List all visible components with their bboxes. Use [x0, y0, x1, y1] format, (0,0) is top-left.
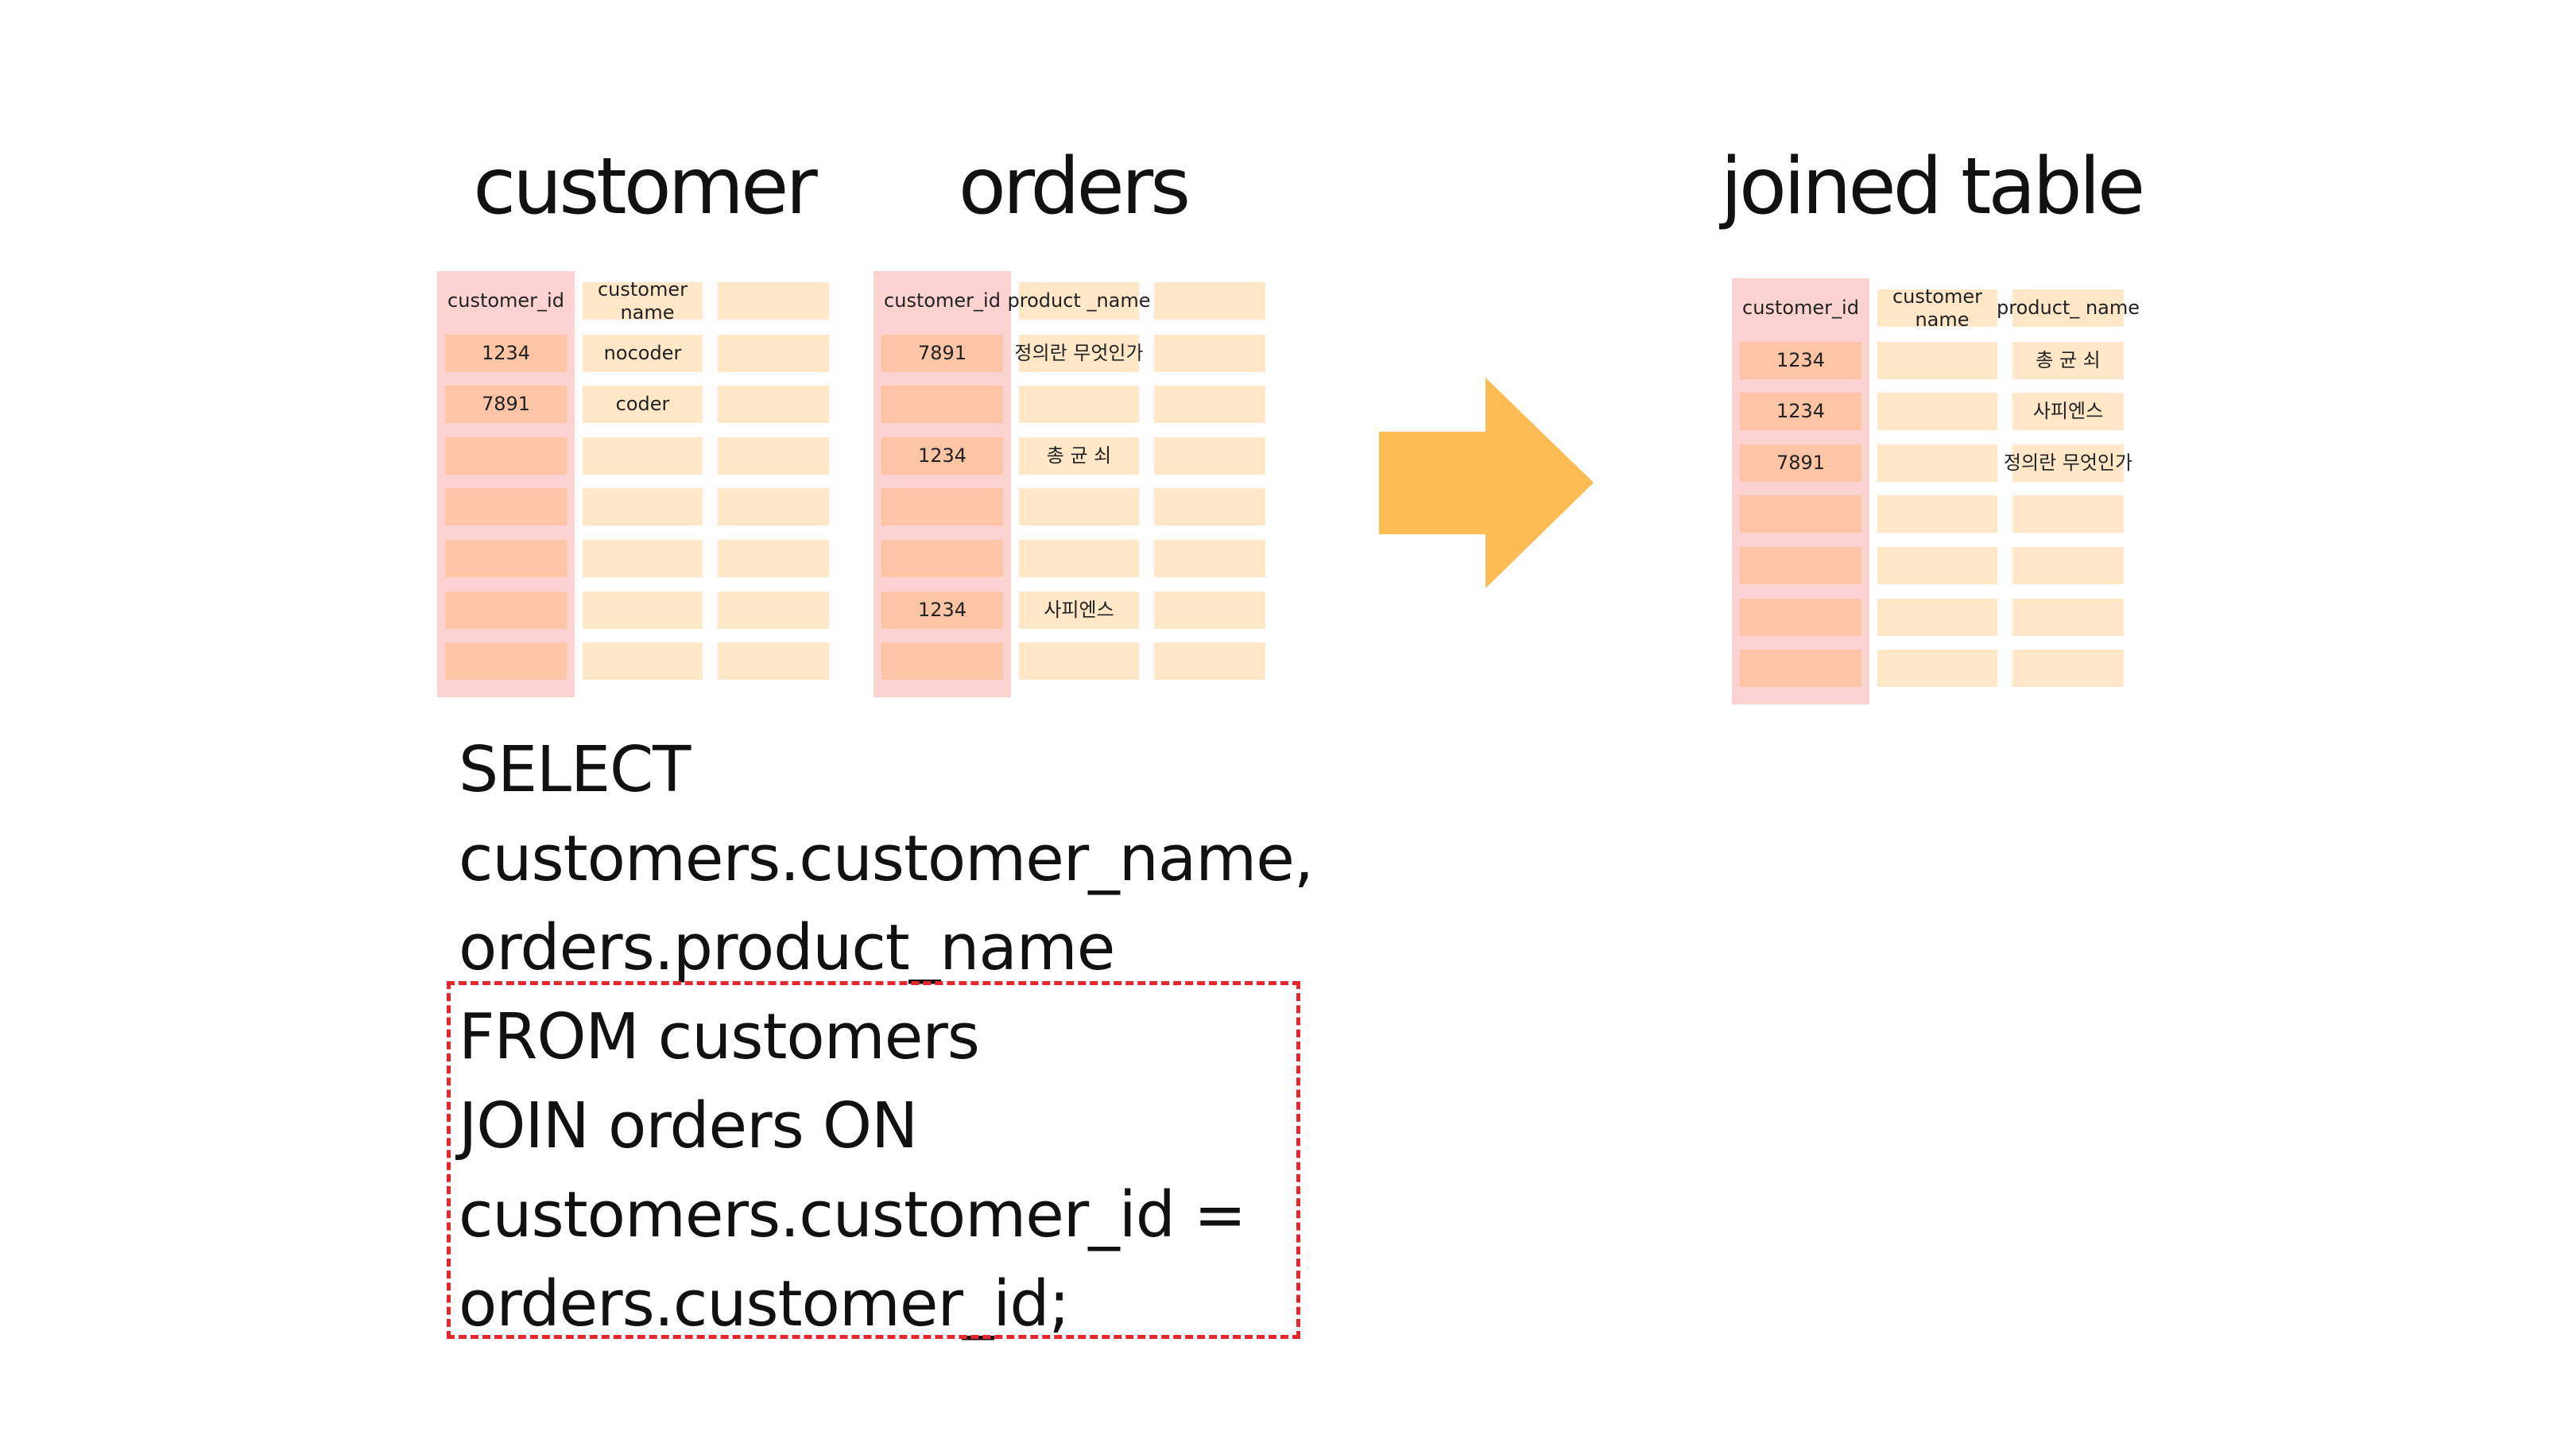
sql-line: orders.product_name: [459, 911, 1115, 984]
customer-table-cell: [718, 540, 829, 577]
orders-table-cell: 1234: [881, 437, 1003, 475]
customer-table-cell: [583, 437, 703, 475]
joined-table-cell: [1877, 444, 1997, 482]
customer-table-cell: coder: [583, 386, 703, 423]
right-arrow-icon: [1379, 378, 1594, 588]
customer-table-cell: nocoder: [583, 335, 703, 372]
sql-line: FROM customers: [459, 1000, 980, 1073]
sql-line: orders.customer_id;: [459, 1267, 1070, 1341]
orders-table-title: orders: [958, 142, 1191, 232]
joined-table-cell: [1877, 599, 1997, 636]
orders-table-cell: 정의란 무엇인가: [1014, 335, 1144, 372]
customer-table-header-cell: [718, 282, 829, 320]
orders-table-cell: [881, 642, 1003, 680]
orders-table-cell: [881, 488, 1003, 526]
joined-table-cell: [2012, 495, 2124, 533]
sql-line: customers.customer_name,: [459, 822, 1314, 895]
customer-table-cell: [718, 386, 829, 423]
customer-table-cell: [583, 540, 703, 577]
join-clause-highlight-box: [447, 981, 1300, 1339]
customer-table-header-cell: customer _name: [583, 282, 703, 320]
orders-table-cell: [1019, 488, 1139, 526]
orders-table-header-cell: product _name: [1008, 282, 1151, 320]
joined-table-cell: [1877, 650, 1997, 687]
orders-table-header-cell: [1154, 282, 1265, 320]
sql-query: SELECT customers.customer_name, orders.p…: [459, 725, 1314, 1348]
joined-table-cell: 1234: [1740, 393, 1861, 430]
joined-table-cell: [1740, 495, 1861, 533]
customer-table-cell: [718, 335, 829, 372]
customer-table-cell: [445, 540, 567, 577]
joined-table-cell: [1740, 650, 1861, 687]
joined-table-cell: 정의란 무엇인가: [2004, 444, 2132, 482]
joined-table-cell: [1877, 342, 1997, 379]
orders-table-cell: [1154, 488, 1265, 526]
joined-table-cell: [1740, 599, 1861, 636]
joined-table-header-cell: customer _name: [1877, 289, 1997, 327]
customer-table-cell: [445, 488, 567, 526]
joined-table-cell: [1877, 547, 1997, 584]
joined-table-cell: 사피엔스: [2012, 393, 2124, 430]
orders-table-cell: [1154, 592, 1265, 629]
orders-table-cell: 총 균 쇠: [1019, 437, 1139, 475]
joined-table-header-cell: product_ name: [1997, 289, 2140, 327]
customer-table-cell: [718, 437, 829, 475]
customer-table-cell: [583, 592, 703, 629]
customer-table-cell: 1234: [445, 335, 567, 372]
joined-table-title: joined table: [1720, 142, 2145, 232]
orders-table-header-cell: customer_id: [881, 282, 1003, 320]
customer-table-header-cell: customer_id: [445, 282, 567, 320]
joined-table-cell: [1877, 495, 1997, 533]
joined-table-cell: [2012, 599, 2124, 636]
orders-table-cell: [881, 386, 1003, 423]
orders-table-cell: [1154, 335, 1265, 372]
joined-table-cell: [2012, 547, 2124, 584]
orders-table-cell: 7891: [881, 335, 1003, 372]
sql-line: JOIN orders ON: [459, 1089, 918, 1162]
joined-table-cell: 7891: [1740, 444, 1861, 482]
customer-table-cell: 7891: [445, 386, 567, 423]
orders-table-cell: 1234: [881, 592, 1003, 629]
joined-table-cell: [2012, 650, 2124, 687]
joined-table-cell: [1877, 393, 1997, 430]
orders-table-cell: 사피엔스: [1019, 592, 1139, 629]
orders-table-cell: [1154, 540, 1265, 577]
customer-table-cell: [718, 488, 829, 526]
orders-table-cell: [1019, 540, 1139, 577]
orders-table-cell: [1019, 642, 1139, 680]
orders-table-cell: [1154, 386, 1265, 423]
orders-table-cell: [1154, 437, 1265, 475]
customer-table-cell: [583, 488, 703, 526]
customer-table-cell: [583, 642, 703, 680]
joined-table-cell: 총 균 쇠: [2012, 342, 2124, 379]
sql-line: SELECT: [459, 733, 691, 806]
orders-table-cell: [1019, 386, 1139, 423]
customer-table-cell: [445, 437, 567, 475]
orders-table-cell: [1154, 642, 1265, 680]
joined-table-header-cell: customer_id: [1740, 289, 1861, 327]
customer-table-title: customer: [473, 142, 817, 232]
joined-table-cell: [1740, 547, 1861, 584]
customer-table-cell: [445, 642, 567, 680]
customer-table-cell: [445, 592, 567, 629]
customer-table-cell: [718, 592, 829, 629]
orders-table-cell: [881, 540, 1003, 577]
sql-line: customers.customer_id =: [459, 1178, 1246, 1251]
joined-table-cell: 1234: [1740, 342, 1861, 379]
customer-table-cell: [718, 642, 829, 680]
